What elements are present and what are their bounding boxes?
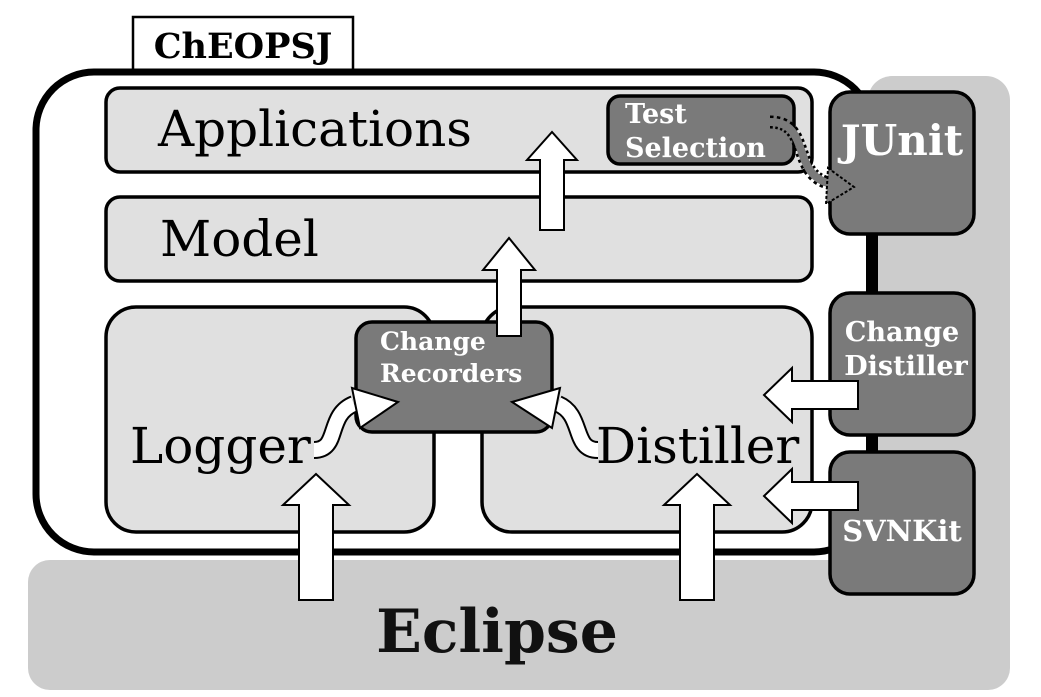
change-distiller-to-distiller-arrow <box>762 365 859 425</box>
distiller-to-recorders-curve-fill <box>554 397 599 457</box>
eclipse-platform <box>28 560 1010 690</box>
logger-to-recorders-arrowhead <box>350 386 401 430</box>
svnkit-to-distiller-arrow <box>762 466 859 526</box>
junit-label: JUnit <box>837 116 964 165</box>
change-recorders-box <box>354 320 554 434</box>
test-selection-to-junit-curve-fill <box>769 118 834 188</box>
recorders-to-model-arrow <box>480 236 538 337</box>
eclipse-label: Eclipse <box>376 597 618 667</box>
test-selection-line2: Selection <box>625 133 766 164</box>
svnkit-box <box>828 450 976 596</box>
change-distiller-box <box>828 291 976 437</box>
test-selection-line1: Test <box>625 99 687 130</box>
change-distiller-line2: Distiller <box>844 351 968 382</box>
change-recorders-line2: Recorders <box>380 359 522 388</box>
model-to-applications-arrow <box>524 130 580 231</box>
logger-label: Logger <box>130 417 311 475</box>
model-layer <box>104 195 814 283</box>
distiller-to-recorders-arrowhead <box>509 386 562 430</box>
eclipse-to-logger-arrow <box>280 472 352 601</box>
change-distiller-line1: Change <box>845 317 959 348</box>
distiller-label: Distiller <box>596 417 799 475</box>
cheopsj-title-tab <box>131 15 355 75</box>
model-label: Model <box>160 210 319 268</box>
eclipse-to-distiller-arrow <box>661 472 733 601</box>
test-selection-to-junit-arrowhead <box>824 166 856 206</box>
svnkit-label: SVNKit <box>842 514 962 548</box>
change-recorders-line1: Change <box>380 327 486 356</box>
applications-label: Applications <box>157 100 472 158</box>
junit-box <box>828 90 976 236</box>
logger-to-recorders-curve-fill <box>313 397 358 457</box>
cheopsj-title: ChEOPSJ <box>154 26 333 67</box>
